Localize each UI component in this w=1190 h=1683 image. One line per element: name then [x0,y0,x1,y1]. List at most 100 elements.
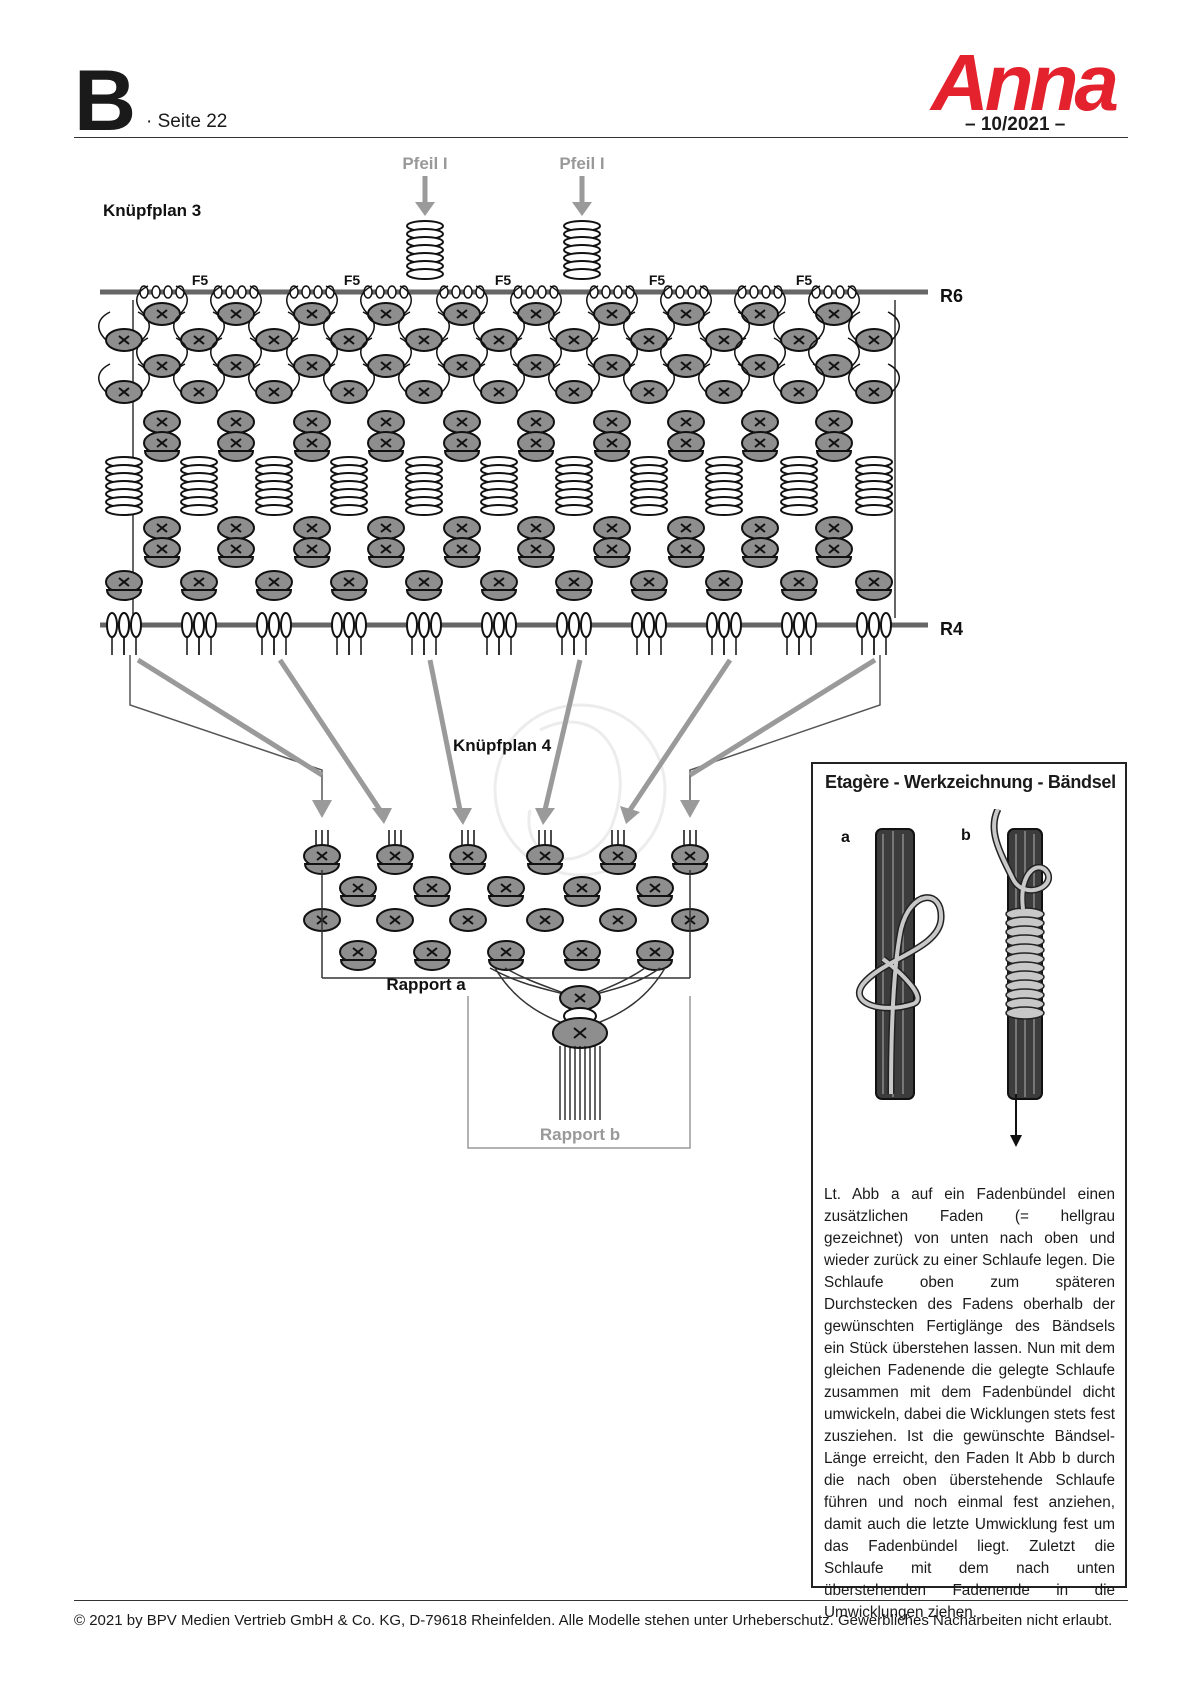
square-knot [303,844,341,875]
knot-cord [587,311,600,341]
pfeil-arrowhead [572,202,592,216]
square-knot [367,537,405,568]
square-knot [105,380,143,404]
square-knot [741,516,779,540]
knot-cord [360,285,373,315]
knot-cord [660,285,673,315]
square-knot [449,844,487,875]
square-knot [555,380,593,404]
square-knot [741,410,779,434]
square-knot [636,876,674,907]
square-knot [293,516,331,540]
knot-cord [586,285,599,315]
knot-cord [808,285,821,315]
figure-a [856,828,945,1100]
square-knot [630,380,668,404]
square-knot [667,537,705,568]
knot-cord [660,337,673,367]
square-knot [143,431,181,462]
figure-label-a: a [841,829,850,846]
square-knot [487,940,525,971]
knot-cord [473,311,486,341]
wrap-coil [330,456,368,516]
wrap-coil [180,456,218,516]
square-knot [741,354,779,378]
brand-wordmark: Anna [929,44,1118,124]
knot-cord [737,363,750,393]
arrow-label: Pfeil I [402,154,447,173]
knot-cord [587,363,600,393]
square-knot [143,537,181,568]
knot-cord [473,363,486,393]
wrap-coil [405,456,443,516]
info-box-baendsel: Etagère - Werkzeichnung - Bändsel a b [811,762,1127,1621]
lark-head-knot [568,612,592,656]
footer-rule [74,1600,1128,1601]
square-knot [780,570,818,601]
knot-cord [512,363,525,393]
square-knot [667,516,705,540]
square-knot [480,570,518,601]
connector-lines [129,655,881,805]
figure-b [990,809,1052,1147]
square-knot [105,328,143,352]
square-knot [517,431,555,462]
square-knot [563,876,601,907]
lark-head-knot [118,612,142,656]
plan3-title: Knüpfplan 3 [103,201,201,220]
square-knot [555,570,593,601]
column-label: F5 [192,272,209,288]
knot-cord [398,311,411,341]
square-knot [217,516,255,540]
square-knot [330,570,368,601]
knot-cord [98,311,111,341]
lark-head-knot [418,612,442,656]
knot-cord [210,285,223,315]
square-knot [555,328,593,352]
knot-cord [286,285,299,315]
square-knot [339,876,377,907]
knot-cord [136,337,149,367]
knot-cord [625,285,638,315]
knot-cord [212,311,225,341]
square-knot [217,537,255,568]
square-knot [593,431,631,462]
square-knot [293,410,331,434]
square-knot [367,410,405,434]
page-label: · Seite 22 [146,111,228,132]
square-knot [443,537,481,568]
column-label: F5 [495,272,512,288]
knot-cord [887,311,900,341]
square-knot [593,537,631,568]
knot-cord [325,337,338,367]
knot-cord [773,363,786,393]
brand-logo: Anna [929,44,1122,124]
square-knot [293,431,331,462]
lark-head-knot [643,612,667,656]
knot-cord [98,363,111,393]
knot-cord [248,363,261,393]
square-knot [293,537,331,568]
knot-net-plan3 [98,285,900,656]
square-knot [367,431,405,462]
square-knot [487,876,525,907]
square-knot [741,537,779,568]
knot-cord [699,337,712,367]
knot-cord [437,363,450,393]
watermark-logo [493,703,667,877]
knot-cord [175,337,188,367]
tassel-rapport-b [467,967,691,1149]
footer-copyright: © 2021 by BPV Medien Vertrieb GmbH & Co.… [74,1612,1113,1629]
pfeil-arrowhead [415,202,435,216]
knot-cord [773,285,786,315]
knot-cord [848,363,861,393]
square-knot [526,908,564,932]
column-label: F5 [649,272,666,288]
knot-cord [548,363,561,393]
knot-cord [323,363,336,393]
knot-cord [586,337,599,367]
lark-head-knot [718,612,742,656]
knot-cord [625,337,638,367]
wrap-coil [780,456,818,516]
knot-cord [212,363,225,393]
